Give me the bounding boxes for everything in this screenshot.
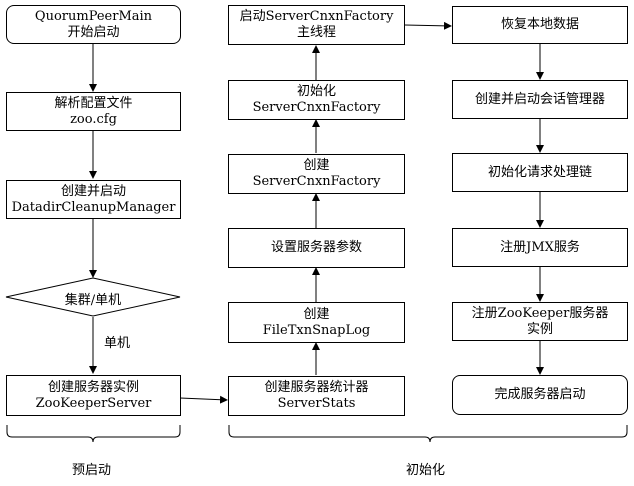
- init-brace: [228, 425, 628, 443]
- arrow-start-factory-to-restore: [404, 21, 452, 30]
- create-factory-line-1: 创建: [303, 158, 330, 173]
- decision-label: 集群/单机: [64, 293, 122, 308]
- init-factory-line-1: 初始化: [296, 84, 336, 99]
- decision-diamond: [5, 277, 181, 317]
- init-factory-node: 初始化 ServerCnxnFactory: [228, 80, 405, 120]
- register-zk-node: 注册ZooKeeper服务器 实例: [452, 302, 628, 341]
- parse-config-node: 解析配置文件 zoo.cfg: [6, 92, 181, 131]
- server-stats-line-1: 创建服务器统计器: [264, 380, 369, 395]
- snaplog-node: 创建 FileTxnSnapLog: [228, 302, 405, 343]
- quorum-peer-main-node: QuorumPeerMain 开始启动: [6, 5, 181, 44]
- cleanup-manager-line-1: 创建并启动: [60, 183, 126, 199]
- start-factory-node: 启动ServerCnxnFactory 主线程: [228, 5, 405, 45]
- request-chain-node: 初始化请求处理链: [452, 153, 628, 192]
- standalone-edge-label: 单机: [104, 336, 131, 351]
- snaplog-line-1: 创建: [303, 306, 330, 322]
- session-manager-line-1: 创建并启动会话管理器: [474, 91, 605, 107]
- server-stats-line-2: ServerStats: [277, 396, 356, 411]
- pre-start-brace: [6, 425, 181, 443]
- start-factory-line-1: 启动ServerCnxnFactory: [239, 9, 394, 24]
- quorum-peer-main-line-2: 开始启动: [67, 24, 120, 40]
- create-factory-line-2: ServerCnxnFactory: [252, 174, 381, 189]
- create-server-line-2: ZooKeeperServer: [35, 395, 152, 411]
- quorum-peer-main-line-1: QuorumPeerMain: [34, 8, 153, 24]
- session-manager-node: 创建并启动会话管理器: [452, 80, 628, 119]
- server-params-node: 设置服务器参数: [228, 228, 405, 268]
- snaplog-line-2: FileTxnSnapLog: [262, 322, 371, 338]
- init-factory-line-2: ServerCnxnFactory: [252, 100, 381, 115]
- cleanup-manager-node: 创建并启动 DatadirCleanupManager: [6, 180, 181, 219]
- start-factory-line-2: 主线程: [296, 25, 336, 40]
- arrow-create-server-to-stats: [179, 395, 228, 404]
- parse-config-line-2: zoo.cfg: [70, 111, 117, 127]
- startup-complete-line-1: 完成服务器启动: [494, 387, 586, 402]
- create-server-node: 创建服务器实例 ZooKeeperServer: [6, 375, 181, 416]
- parse-config-line-1: 解析配置文件: [54, 95, 133, 111]
- pre-start-phase-label: 预启动: [72, 463, 112, 478]
- create-server-line-1: 创建服务器实例: [47, 379, 139, 395]
- server-params-line-1: 设置服务器参数: [270, 240, 362, 255]
- init-phase-label: 初始化: [406, 463, 446, 478]
- register-zk-line-2: 实例: [526, 321, 553, 337]
- restore-data-line-1: 恢复本地数据: [500, 17, 579, 32]
- cleanup-manager-line-2: DatadirCleanupManager: [11, 199, 176, 215]
- server-stats-node: 创建服务器统计器 ServerStats: [228, 376, 405, 416]
- restore-data-node: 恢复本地数据: [452, 6, 628, 44]
- register-zk-line-1: 注册ZooKeeper服务器: [471, 305, 609, 321]
- startup-complete-node: 完成服务器启动: [452, 375, 628, 415]
- jmx-line-1: 注册JMX服务: [500, 239, 580, 255]
- jmx-node: 注册JMX服务: [452, 228, 628, 267]
- create-factory-node: 创建 ServerCnxnFactory: [228, 154, 405, 194]
- request-chain-line-1: 初始化请求处理链: [487, 164, 592, 180]
